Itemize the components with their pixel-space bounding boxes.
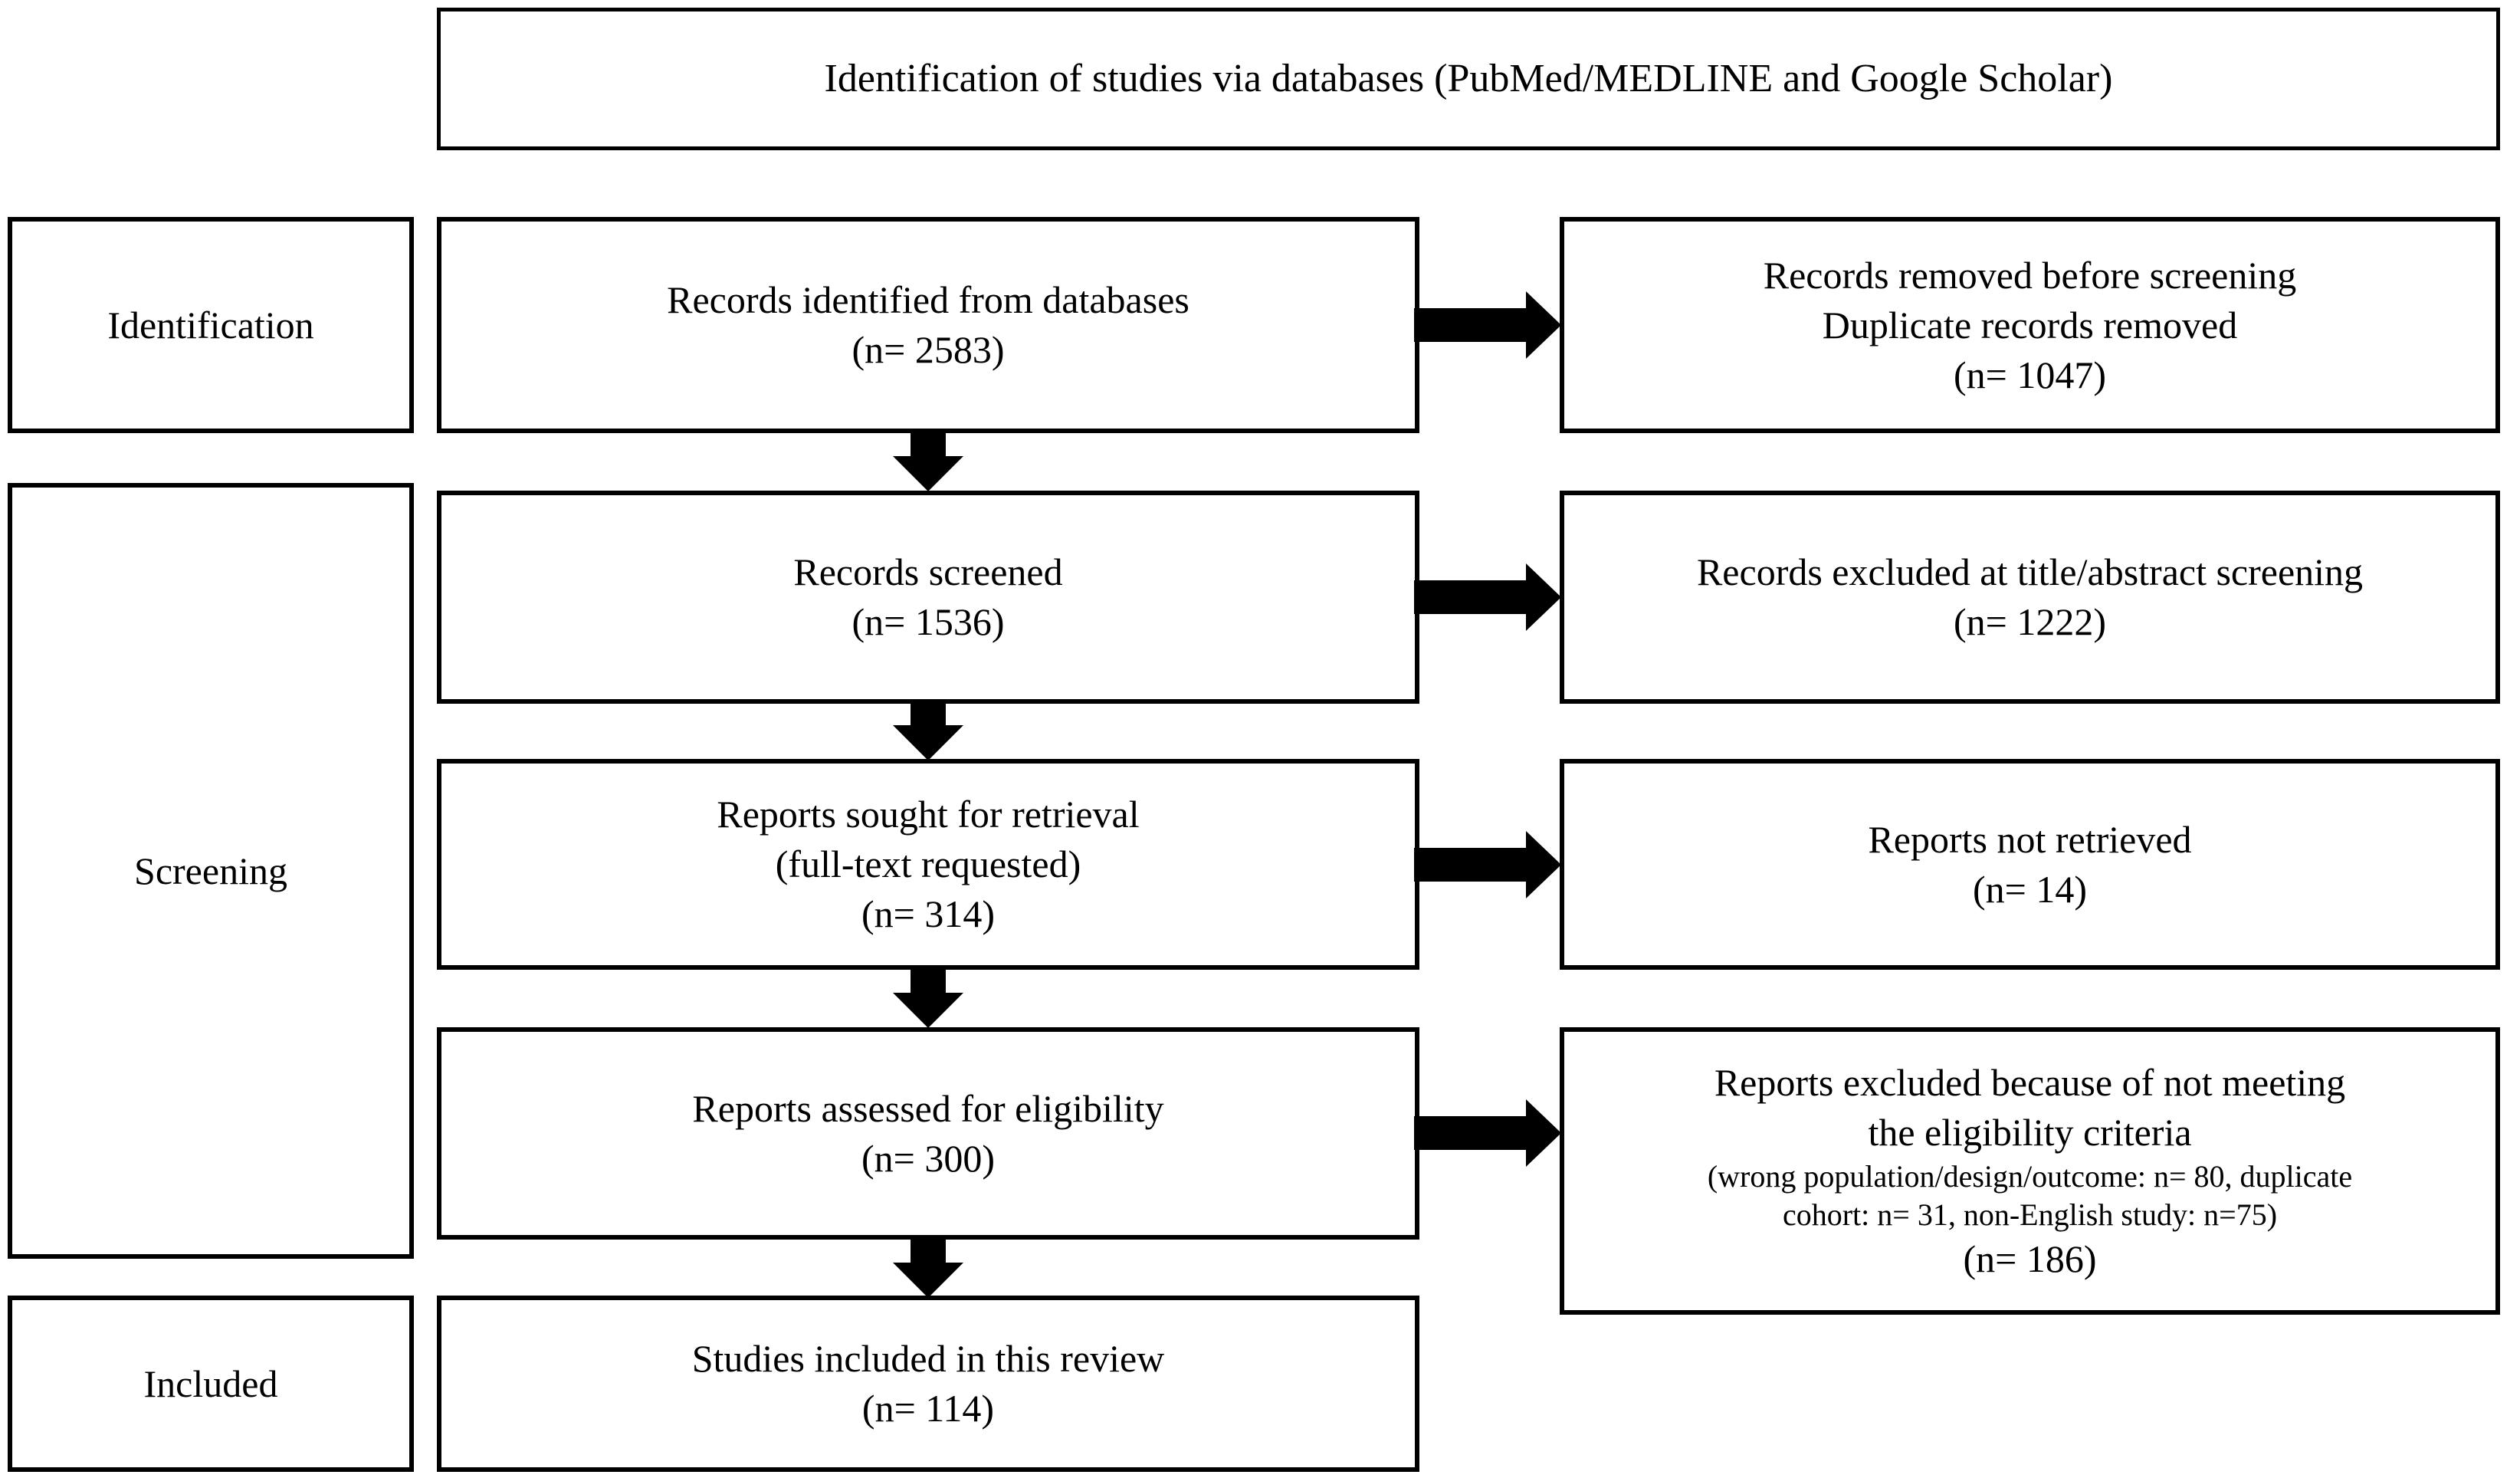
node-records-screened-line2: (n= 1536) [851,600,1005,643]
node-records-identified-line1: Records identified from databases [667,278,1189,321]
arrow-sought-to-assessed [893,970,963,1028]
diagram-header-label: Identification of studies via databases … [824,57,2113,101]
node-reports-not-retrieved-line1: Reports not retrieved [1868,817,2192,861]
arrow-screened-to-sought [893,704,963,760]
node-reports-excluded-line2: the eligibility criteria [1868,1111,2192,1154]
stage-label-screening: Screening [8,483,414,1259]
arrow-records-identified-to-removed [1414,291,1561,359]
node-studies-included-text: Studies included in this review (n= 114) [441,1334,1415,1434]
node-records-identified-text: Records identified from databases (n= 25… [441,275,1415,375]
node-reports-sought: Reports sought for retrieval (full-text … [437,759,1419,970]
node-studies-included-line2: (n= 114) [861,1387,995,1430]
node-records-screened: Records screened (n= 1536) [437,491,1419,704]
arrow-screened-to-excluded [1414,563,1561,631]
node-records-identified-line2: (n= 2583) [851,328,1005,371]
stage-label-included: Included [8,1296,414,1472]
node-records-removed-text: Records removed before screening Duplica… [1564,251,2495,400]
node-reports-excluded-detail2: cohort: n= 31, non-English study: n=75) [1782,1197,2278,1232]
arrow-assessed-to-included [893,1240,963,1298]
node-reports-sought-line2: (full-text requested) [775,842,1081,885]
node-reports-not-retrieved-line2: (n= 14) [1973,867,2087,911]
node-reports-sought-line3: (n= 314) [861,892,995,935]
node-records-removed-line2: Duplicate records removed [1822,303,2238,347]
node-records-removed-line1: Records removed before screening [1763,253,2297,297]
node-reports-not-retrieved: Reports not retrieved (n= 14) [1560,759,2500,970]
node-records-identified: Records identified from databases (n= 25… [437,217,1419,433]
node-reports-assessed-line1: Reports assessed for eligibility [692,1086,1164,1130]
node-reports-excluded-detail1: (wrong population/design/outcome: n= 80,… [1707,1159,2353,1194]
node-records-excluded-line2: (n= 1222) [1954,600,2106,643]
stage-label-identification-text: Identification [107,303,314,347]
node-reports-excluded: Reports excluded because of not meeting … [1560,1027,2500,1315]
node-studies-included-line1: Studies included in this review [691,1337,1165,1380]
stage-label-identification: Identification [8,217,414,433]
node-reports-not-retrieved-text: Reports not retrieved (n= 14) [1564,815,2495,915]
node-reports-excluded-line3: (n= 186) [1963,1237,2097,1280]
node-records-screened-text: Records screened (n= 1536) [441,547,1415,647]
node-records-screened-line1: Records screened [793,550,1063,593]
node-records-removed-line3: (n= 1047) [1954,353,2106,396]
node-reports-sought-text: Reports sought for retrieval (full-text … [441,790,1415,939]
node-records-excluded-text: Records excluded at title/abstract scree… [1564,547,2495,647]
arrow-identified-to-screened [893,433,963,491]
stage-label-screening-text: Screening [134,849,287,892]
node-reports-assessed-text: Reports assessed for eligibility (n= 300… [441,1084,1415,1184]
arrow-assessed-to-excluded [1414,1099,1561,1167]
node-reports-assessed: Reports assessed for eligibility (n= 300… [437,1027,1419,1240]
node-records-excluded-line1: Records excluded at title/abstract scree… [1696,550,2364,593]
node-reports-assessed-line2: (n= 300) [861,1136,995,1180]
stage-label-included-text: Included [143,1361,278,1405]
arrow-sought-to-not-retrieved [1414,831,1561,898]
node-records-removed: Records removed before screening Duplica… [1560,217,2500,433]
diagram-header-box: Identification of studies via databases … [437,8,2500,150]
node-reports-excluded-line1: Reports excluded because of not meeting [1714,1061,2346,1104]
node-reports-excluded-text: Reports excluded because of not meeting … [1564,1058,2495,1284]
node-records-excluded: Records excluded at title/abstract scree… [1560,491,2500,704]
node-reports-sought-line1: Reports sought for retrieval [717,793,1140,836]
node-studies-included: Studies included in this review (n= 114) [437,1296,1419,1472]
